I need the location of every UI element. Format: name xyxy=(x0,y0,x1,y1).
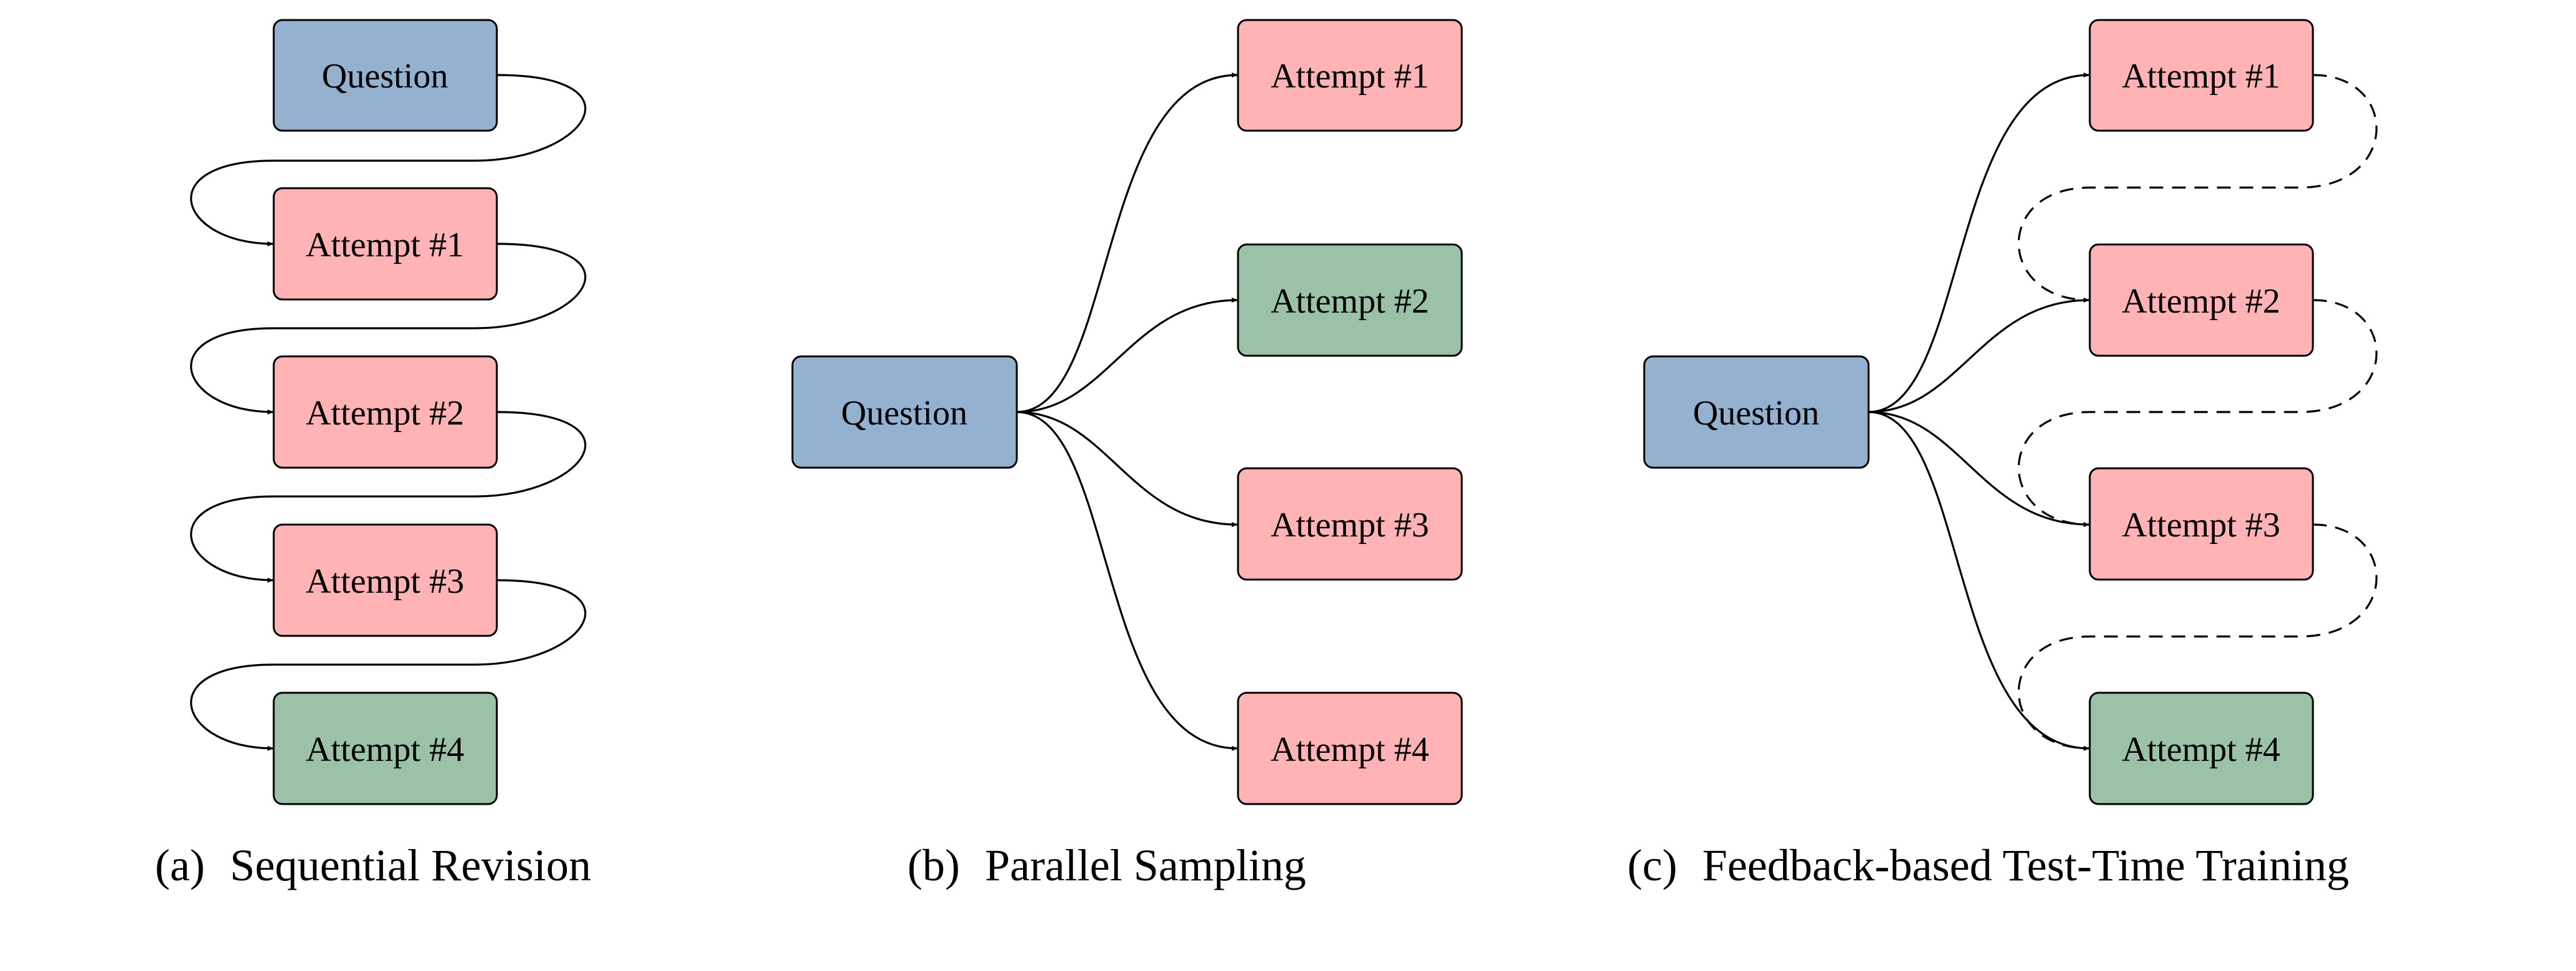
node-c-attempt-3-box xyxy=(2089,467,2314,581)
node-b-attempt-1-label: Attempt #1 xyxy=(1271,57,1429,96)
edge-c-question-to-attempt-3 xyxy=(1868,411,2090,527)
node-b-question: Question xyxy=(791,355,1018,469)
edge-b-question-to-attempt-3 xyxy=(1016,411,1238,527)
node-b-attempt-2-box xyxy=(1237,243,1463,357)
node-b-attempt-3-box xyxy=(1237,467,1463,581)
edge-b-question-to-attempt-2 xyxy=(1016,298,1238,413)
node-b-attempt-3: Attempt #3 xyxy=(1237,467,1463,581)
edge-c-question-to-attempt-2 xyxy=(1868,298,2090,413)
caption-a: (a) Sequential Revision xyxy=(155,840,591,890)
node-a-attempt-1-label: Attempt #1 xyxy=(306,226,464,264)
caption-a-tag: (a) xyxy=(155,840,205,890)
node-b-attempt-1: Attempt #1 xyxy=(1237,19,1463,132)
edge-a-attempt-2-to-attempt-3 xyxy=(190,411,587,583)
edge-a-attempt-3-to-attempt-4 xyxy=(190,579,587,751)
node-a-attempt-4: Attempt #4 xyxy=(272,692,498,805)
node-c-attempt-3: Attempt #3 xyxy=(2089,467,2314,581)
node-b-attempt-4-box xyxy=(1237,692,1463,805)
panel-a-sequential-revision: Question Attempt #1 Attempt #2 Attempt #… xyxy=(155,19,591,890)
node-c-attempt-1-box xyxy=(2089,19,2314,132)
node-c-question: Question xyxy=(1643,355,1870,469)
node-a-attempt-3-box xyxy=(272,523,498,637)
node-c-question-box xyxy=(1643,355,1870,469)
node-a-question: Question xyxy=(272,19,498,132)
node-c-attempt-2: Attempt #2 xyxy=(2089,243,2314,357)
node-b-attempt-4: Attempt #4 xyxy=(1237,692,1463,805)
node-b-attempt-4-label: Attempt #4 xyxy=(1271,730,1429,769)
caption-c-tag: (c) xyxy=(1627,840,1677,890)
panel-b-parallel-sampling: Question Attempt #1 Attempt #2 Attempt #… xyxy=(791,19,1463,890)
node-a-attempt-2-box xyxy=(272,355,498,469)
node-b-question-label: Question xyxy=(841,394,967,433)
node-c-attempt-4-box xyxy=(2089,692,2314,805)
node-b-attempt-3-label: Attempt #3 xyxy=(1271,506,1429,545)
caption-b-title: Parallel Sampling xyxy=(985,840,1306,890)
feedback-c-attempt-3-to-attempt-4 xyxy=(2017,523,2378,750)
panel-c-feedback-ttt: Question Attempt #1 Attempt #2 Attempt #… xyxy=(1627,19,2378,890)
caption-b: (b) Parallel Sampling xyxy=(907,840,1306,890)
node-b-question-box xyxy=(791,355,1018,469)
node-a-attempt-4-box xyxy=(272,692,498,805)
node-c-attempt-4-label: Attempt #4 xyxy=(2122,730,2280,769)
edge-c-question-to-attempt-1 xyxy=(1868,73,2090,413)
edge-a-question-to-attempt-1 xyxy=(190,74,587,246)
feedback-c-attempt-2-to-attempt-3 xyxy=(2017,299,2378,526)
edge-a-attempt-1-to-attempt-2 xyxy=(190,243,587,415)
node-c-question-label: Question xyxy=(1693,394,1819,433)
node-a-question-label: Question xyxy=(322,57,448,96)
caption-b-tag: (b) xyxy=(907,840,960,890)
caption-a-title: Sequential Revision xyxy=(230,840,591,890)
node-c-attempt-1-label: Attempt #1 xyxy=(2122,57,2280,96)
node-c-attempt-2-label: Attempt #2 xyxy=(2122,282,2280,321)
caption-c-title: Feedback-based Test-Time Training xyxy=(1702,840,2349,890)
node-a-question-box xyxy=(272,19,498,132)
node-a-attempt-1: Attempt #1 xyxy=(272,187,498,301)
feedback-c-attempt-1-to-attempt-2 xyxy=(2017,74,2378,301)
node-b-attempt-2-label: Attempt #2 xyxy=(1271,282,1429,321)
node-b-attempt-2: Attempt #2 xyxy=(1237,243,1463,357)
edge-c-question-to-attempt-4 xyxy=(1868,411,2090,751)
node-a-attempt-2: Attempt #2 xyxy=(272,355,498,469)
node-a-attempt-4-label: Attempt #4 xyxy=(306,730,464,769)
node-c-attempt-4: Attempt #4 xyxy=(2089,692,2314,805)
edge-b-question-to-attempt-1 xyxy=(1016,73,1238,413)
node-c-attempt-3-label: Attempt #3 xyxy=(2122,506,2280,545)
caption-c: (c) Feedback-based Test-Time Training xyxy=(1627,840,2349,890)
node-a-attempt-1-box xyxy=(272,187,498,301)
node-c-attempt-1: Attempt #1 xyxy=(2089,19,2314,132)
node-a-attempt-2-label: Attempt #2 xyxy=(306,394,464,433)
node-c-attempt-2-box xyxy=(2089,243,2314,357)
node-a-attempt-3: Attempt #3 xyxy=(272,523,498,637)
node-b-attempt-1-box xyxy=(1237,19,1463,132)
edge-b-question-to-attempt-4 xyxy=(1016,411,1238,751)
node-a-attempt-3-label: Attempt #3 xyxy=(306,562,464,601)
